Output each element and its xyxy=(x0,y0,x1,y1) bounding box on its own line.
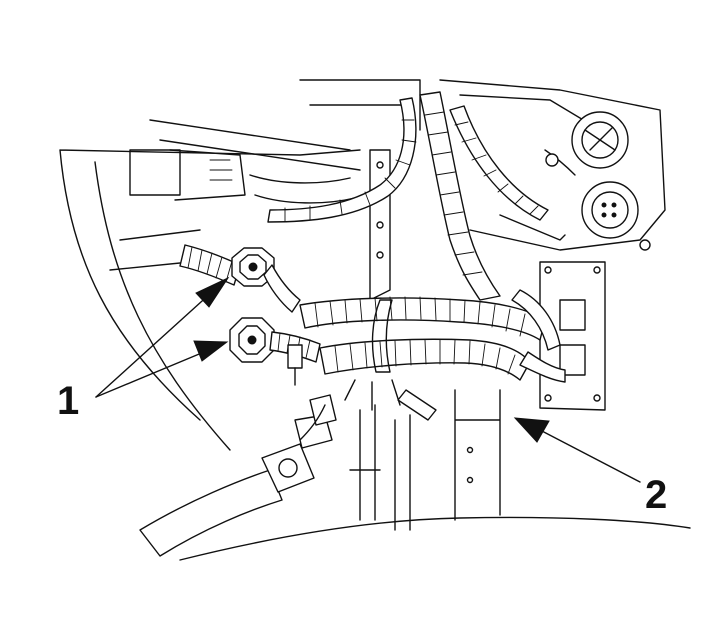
frame-bracket xyxy=(369,149,501,521)
callout-label-2: 2 xyxy=(645,473,667,517)
arrow-1b-shaft xyxy=(95,351,205,398)
arrow-1a-head xyxy=(195,276,230,308)
engine-bay-outline xyxy=(59,79,691,561)
arrow-2-head xyxy=(513,417,550,443)
callout-label-1: 1 xyxy=(57,379,79,423)
left-lower-harness xyxy=(229,317,321,386)
arrow-1a-shaft xyxy=(95,291,213,398)
arrow-2-shaft xyxy=(539,429,641,483)
upper-connector-block xyxy=(439,79,666,251)
upper-harness xyxy=(267,91,566,301)
left-upper-harness xyxy=(179,244,301,313)
drive-shaft xyxy=(139,394,411,557)
main-harness xyxy=(299,289,566,421)
arrow-1b-head xyxy=(193,340,229,362)
callout-arrows xyxy=(95,276,641,483)
